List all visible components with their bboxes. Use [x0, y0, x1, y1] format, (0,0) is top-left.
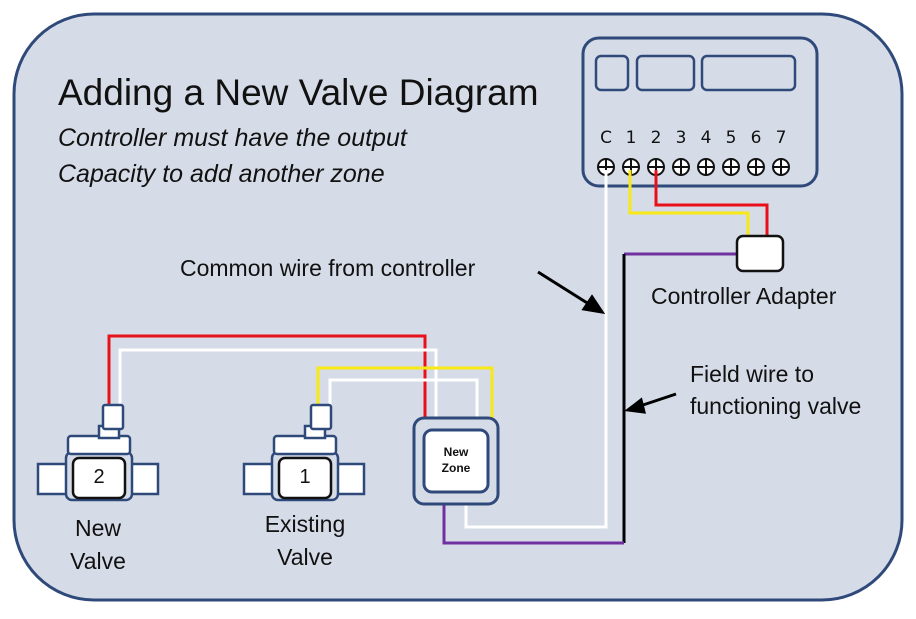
controller-adapter — [735, 234, 785, 273]
terminal-screw-c — [597, 158, 615, 176]
new-valve-label-line-1: New — [74, 515, 121, 541]
field-wire-label-line-1: Field wire to — [690, 361, 814, 387]
existing-valve-label-line-1: Existing — [264, 511, 346, 537]
terminal-label-7: 7 — [775, 128, 787, 148]
controller-display-1 — [594, 54, 630, 92]
annotation-arrows — [537, 270, 677, 414]
terminal-label-c: C — [600, 128, 612, 148]
new-valve-label-line-2: Valve — [70, 548, 126, 574]
terminal-screw-5 — [722, 158, 740, 176]
subtitle-line-1: Controller must have the output — [58, 124, 407, 152]
existing-valve — [242, 403, 366, 502]
common-wire-label: Common wire from controller — [180, 255, 476, 281]
new-zone-label-line-2: Zone — [441, 461, 471, 475]
terminal-screw-6 — [747, 158, 765, 176]
new-zone-label-line-1: New — [443, 445, 469, 459]
field-wire-label-line-2: functioning valve — [690, 393, 862, 419]
terminal-label-2: 2 — [650, 128, 662, 148]
terminal-screw-2 — [647, 158, 665, 176]
terminal-label-1: 1 — [625, 128, 637, 148]
existing-valve-number: 1 — [299, 466, 311, 488]
yellow-wire-controller — [628, 170, 750, 238]
controller-display-2 — [635, 54, 696, 92]
new-zone-label: New Zone — [426, 444, 486, 476]
white-common-wire — [464, 170, 608, 529]
new-valve — [36, 403, 160, 502]
red-wire-controller — [654, 170, 769, 238]
new-valve-label-box — [71, 456, 127, 500]
terminal-label-3: 3 — [675, 128, 687, 148]
terminal-label-6: 6 — [750, 128, 762, 148]
new-valve-number: 2 — [93, 466, 105, 488]
common-wire-arrow — [537, 270, 593, 308]
existing-valve-label-line-2: Valve — [277, 544, 333, 570]
terminal-screw-7 — [772, 158, 790, 176]
subtitle-line-2: Capacity to add another zone — [58, 160, 385, 188]
red-wire-new-valve — [107, 334, 427, 420]
field-wire-arrow — [639, 392, 677, 408]
existing-valve-solenoid — [309, 403, 333, 431]
terminal-label-5: 5 — [725, 128, 737, 148]
white-wire-new-valve — [118, 348, 438, 420]
purple-wire-zone — [442, 500, 624, 545]
field-wire-arrowhead — [624, 397, 646, 414]
controller-adapter-label: Controller Adapter — [651, 283, 837, 309]
diagram-title: Adding a New Valve Diagram — [58, 72, 539, 113]
new-zone-inner — [422, 428, 490, 494]
existing-valve-label-box — [277, 456, 333, 500]
yellow-wire-existing-valve — [316, 366, 494, 420]
terminal-screw-4 — [697, 158, 715, 176]
terminal-screw-3 — [672, 158, 690, 176]
terminal-label-4: 4 — [700, 128, 712, 148]
new-valve-solenoid — [101, 403, 125, 431]
new-valve-pipe-left — [36, 462, 72, 496]
new-zone-module — [412, 416, 500, 506]
controller — [581, 36, 819, 188]
common-wire-arrowhead — [581, 294, 606, 315]
controller-display-3 — [700, 54, 797, 92]
white-wire-existing-valve — [328, 378, 479, 420]
wires — [107, 170, 769, 545]
